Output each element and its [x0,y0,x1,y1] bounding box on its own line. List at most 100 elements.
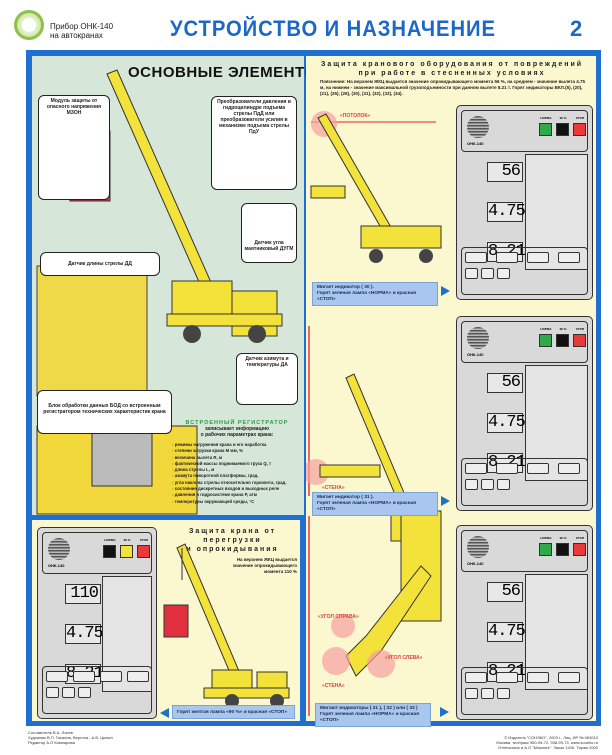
crane-diagram-panel [525,154,588,270]
arrow-right-icon [441,496,450,506]
explanation-text: Пояснение: На верхнем ЖКЦ выдается значе… [320,79,586,96]
page-title: УСТРОЙСТВО И НАЗНАЧЕНИЕ [170,16,496,41]
caption-line: Мигает индикатор ( 30 ). [317,285,374,290]
speaker-icon [467,536,489,558]
registrar-title: ВСТРОЕННЫЙ РЕГИСТРАТОР [185,420,289,426]
publisher-line: Отпечатано в А.О "Мэжлинг". Заказ 1426. … [498,745,598,750]
indicator-panel [461,458,588,506]
lamp-label: НОРМА [540,536,552,540]
lcd-readout: 56 [487,373,523,393]
title-line: Защита кранового оборудования от поврежд… [320,61,584,68]
status-indicator [465,463,487,474]
speaker-icon [48,538,70,560]
caption-angles: Мигают индикаторы ( 31 ), ( 32 ) или ( 3… [315,703,431,727]
registrar-item: азимута поворотной платформы, град. [172,473,302,479]
callout-pressure-sensor: Преобразователи давления в гидроцилиндре… [211,96,297,190]
overload-caption: Горят желтая лампа «90 %» и красная «СТО… [172,705,295,719]
publisher-line: Москва, тел/факс 950-94-72, 938-99-73, w… [496,740,598,745]
publisher-logo [14,10,44,40]
function-button [465,479,478,490]
lcd-readout: 110 [65,584,101,604]
crane-scenes [303,111,442,716]
status-indicator [496,672,518,683]
page-number: 2 [570,16,583,41]
lcd-readout: 4.75 [487,413,526,433]
title-line: Защита крана от перегрузки [188,528,277,544]
function-button [78,687,91,698]
label-wall-2: «СТЕНА» [322,683,345,689]
caption-line: Мигает индикатор ( 31 ). [317,495,374,500]
arrow-left-icon [160,708,169,718]
status-indicator [46,671,68,682]
function-button [62,687,75,698]
status-indicator [496,252,518,263]
status-indicator [127,671,149,682]
callout-azimuth-sensor: Датчик азимута и температуры ДА [236,353,298,405]
indicator-lamp [539,123,552,136]
lcd-readout: 56 [487,582,523,602]
label-wall: «СТЕНА» [322,485,345,491]
overload-title: Защита крана от перегрузки и опрокидывани… [165,527,300,554]
lcd-readout: 4.75 [487,202,526,222]
lcd-readout: 4.75 [65,624,104,644]
lamp-label: НОРМА [540,116,552,120]
registrar-item: угла наклона стрелы относительно горизон… [172,480,302,486]
callout-mzon: Модуль защиты от опасного напряжения МЗО… [38,95,110,200]
speaker-icon [467,116,489,138]
function-button [481,688,494,699]
lamp-label: 90 % [559,116,567,120]
arrow-right-icon [441,286,450,296]
status-indicator [558,672,580,683]
registrar-item: режимы нагружения крана и его наработка [172,442,302,448]
label-angle-right: «УГОЛ СПРАВА» [318,614,359,620]
caption-ceiling: Мигает индикатор ( 30 ).Горят зеленая ла… [312,282,438,306]
lamp-label: НОРМА [540,327,552,331]
callout-text: Датчик азимута и температуры ДА [245,356,289,368]
status-indicator [465,672,487,683]
indicator-lamp [137,545,150,558]
crane-diagram-panel [525,574,588,690]
function-button [465,268,478,279]
arrow-right-icon [440,707,449,717]
status-indicator [465,252,487,263]
subtitle-line: Прибор ОНК-140 [50,22,114,31]
caption-wall: Мигает индикатор ( 31 ).Горят зеленая ла… [312,492,438,516]
device-name: ОНК-140 [467,141,484,146]
status-indicator [100,671,122,682]
caption-line: Горят зеленая лампа «НОРМА» и красная «С… [317,501,417,512]
caption-line: Горят зеленая лампа «НОРМА» и красная «С… [317,291,417,302]
status-indicator [558,463,580,474]
function-button [481,479,494,490]
status-indicator [496,463,518,474]
title-line: и опрокидывания [186,546,279,553]
function-button [481,268,494,279]
status-indicator [527,672,549,683]
registrar-subtitle: записывает информацию [205,426,269,432]
callout-text: Блок обработки данных БОД со встроенным … [43,403,166,415]
callout-processing-unit: Блок обработки данных БОД со встроенным … [37,390,172,434]
label-ceiling: «ПОТОЛОК» [340,113,371,119]
indicator-lamp [573,334,586,347]
registrar-subtitle: о рабочих параметрах крана: [200,432,274,438]
credit-line: Редактор А.О Комнарова [28,740,75,745]
function-button [497,688,510,699]
function-button [497,479,510,490]
subtitle-line: на автокранах [50,31,103,40]
registrar-item: степени загрузки крана М мм, % [172,448,302,454]
indicator-panel [461,247,588,295]
indicator-lamp [556,123,569,136]
indicator-panel [42,666,152,714]
lcd-readout: 4.75 [487,622,526,642]
function-button [497,268,510,279]
publisher-info: © Издатель "СОНЭКО", 2003 г., Лиц. ИР № … [496,735,598,750]
indicator-lamp [539,334,552,347]
indicator-lamp [556,543,569,556]
